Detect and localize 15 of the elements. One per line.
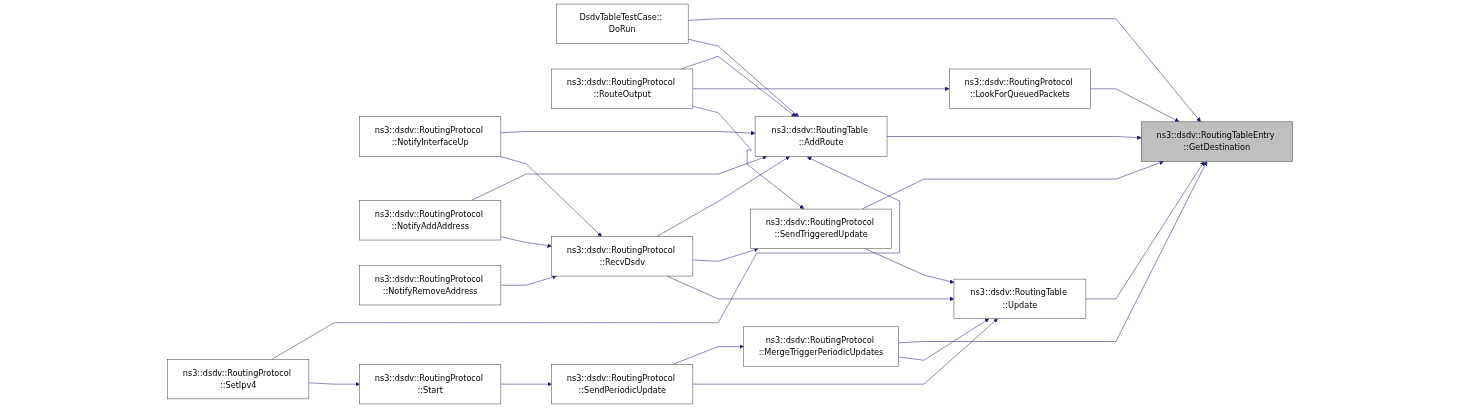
node-box: ns3::dsdv::RoutingProtocol ::NotifyInterfaceUp xyxy=(359,116,502,157)
node-box: ns3::dsdv::RoutingProtocol ::SendPeriodicUpdate xyxy=(551,364,694,405)
node-box: ns3::dsdv::RoutingProtocol ::RouteOutput xyxy=(551,68,694,109)
node-box: ns3::dsdv::RoutingProtocol ::Start xyxy=(359,364,502,405)
node-box: ns3::dsdv::RoutingProtocol ::LookForQueuedPackets xyxy=(949,68,1091,109)
node-box: ns3::dsdv::RoutingTable ::AddRoute xyxy=(754,116,888,157)
node-box: ns3::dsdv::RoutingTable ::Update xyxy=(953,278,1087,319)
node-box: DsdvTableTestCase:: DoRun xyxy=(556,3,689,44)
node-box: ns3::dsdv::RoutingProtocol ::MergeTriggerPeriodicUpdates xyxy=(743,326,899,367)
node-box: ns3::dsdv::RoutingProtocol ::NotifyRemoveAddress xyxy=(359,265,502,306)
node-box: ns3::dsdv::RoutingProtocol ::SendTriggeredUpdate xyxy=(750,208,892,249)
node-box: ns3::dsdv::RoutingTableEntry ::GetDestination xyxy=(1141,121,1293,162)
node-box: ns3::dsdv::RoutingProtocol ::SetIpv4 xyxy=(167,359,310,400)
node-box: ns3::dsdv::RoutingProtocol ::RecvDsdv xyxy=(551,236,694,277)
node-box: ns3::dsdv::RoutingProtocol ::NotifyAddAddress xyxy=(359,200,502,241)
